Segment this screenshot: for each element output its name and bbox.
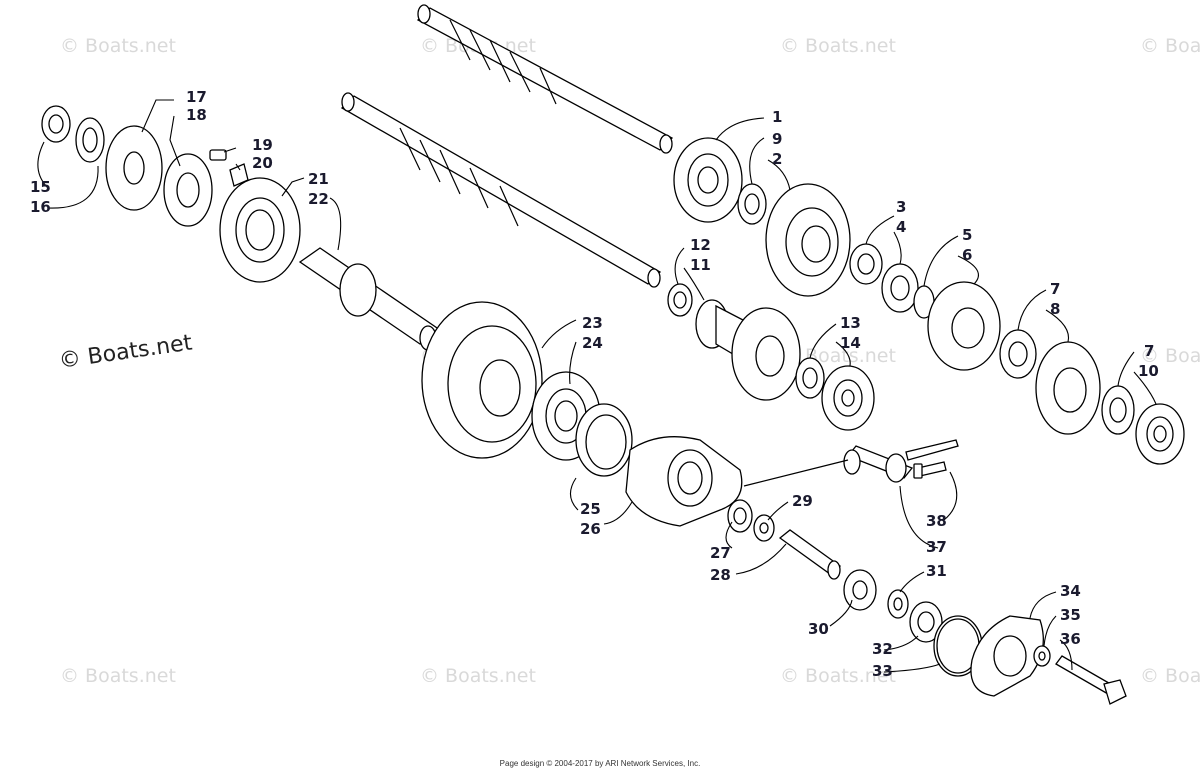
watermark: © Boats.net	[60, 35, 176, 57]
watermark: © Boats.net	[780, 35, 896, 57]
seal-27	[727, 499, 753, 533]
callout-2: 2	[772, 150, 782, 168]
pump-shaft-28	[778, 529, 842, 580]
callout-25: 25	[580, 500, 601, 518]
callout-26: 26	[580, 520, 601, 538]
callout-30: 30	[808, 620, 829, 638]
bearing-21	[219, 177, 301, 283]
callout-20: 20	[252, 154, 273, 172]
washer-12	[667, 283, 693, 317]
bolt-36	[1055, 655, 1127, 705]
gear-11	[695, 299, 801, 401]
callout-15: 15	[30, 178, 51, 196]
callout-38: 38	[926, 512, 947, 530]
callout-13: 13	[840, 314, 861, 332]
gasket-25	[575, 403, 633, 477]
callout-27: 27	[710, 544, 731, 562]
washer-13	[795, 357, 825, 399]
callout-18: 18	[186, 106, 207, 124]
washer-7b	[1101, 385, 1135, 435]
gear-8	[1035, 341, 1101, 435]
footer-copyright: Page design © 2004-2017 by ARI Network S…	[499, 759, 701, 768]
gear-2	[765, 183, 851, 297]
watermark: © Boats.net	[1140, 665, 1200, 687]
bolt-38	[913, 461, 947, 479]
callout-29: 29	[792, 492, 813, 510]
callout-labels: 1 9 2 3 4 5 6 7 8 7 10 12 11 13 14 15 16…	[30, 88, 1159, 680]
gear-23	[421, 301, 543, 459]
callout-22: 22	[308, 190, 329, 208]
cover-34	[970, 615, 1044, 697]
callout-28: 28	[710, 566, 731, 584]
callout-9: 9	[772, 130, 782, 148]
callout-4: 4	[896, 218, 906, 236]
washer-31	[887, 589, 909, 619]
nut-15	[41, 105, 71, 143]
callout-11: 11	[690, 256, 711, 274]
callout-14: 14	[840, 334, 861, 352]
main-shaft-upper	[416, 4, 674, 154]
callout-16: 16	[30, 198, 51, 216]
callout-3: 3	[896, 198, 906, 216]
watermark: © Boats.net	[780, 665, 896, 687]
callout-17: 17	[186, 88, 207, 106]
callout-7a: 7	[1050, 280, 1060, 298]
watermark: © Boats.net	[60, 665, 176, 687]
watermark-dark: © Boats.net	[57, 330, 194, 373]
callout-33: 33	[872, 662, 893, 680]
callout-24: 24	[582, 334, 603, 352]
shift-rod-37	[743, 439, 959, 487]
callout-31: 31	[926, 562, 947, 580]
washer-4	[881, 263, 919, 313]
washer-9	[737, 183, 767, 225]
bearing-14	[821, 365, 875, 431]
bearing-32	[909, 601, 943, 643]
countershaft	[340, 92, 662, 288]
bushing-3	[849, 243, 883, 285]
washer-16	[75, 117, 105, 163]
callout-37: 37	[926, 538, 947, 556]
callout-35: 35	[1060, 606, 1081, 624]
shifter-6	[927, 281, 1001, 371]
callout-21: 21	[308, 170, 329, 188]
callout-7b: 7	[1144, 342, 1154, 360]
watermark: © Boats.net	[420, 665, 536, 687]
callout-19: 19	[252, 136, 273, 154]
impeller-30	[843, 569, 877, 611]
shaft-22	[298, 247, 442, 351]
bearing-1	[673, 137, 743, 223]
callout-8: 8	[1050, 300, 1060, 318]
callout-36: 36	[1060, 630, 1081, 648]
watermark: © Boats.net	[1140, 35, 1200, 57]
washer-35	[1033, 645, 1051, 667]
bearing-10	[1135, 403, 1185, 465]
washer-29	[753, 514, 775, 542]
callout-23: 23	[582, 314, 603, 332]
sprocket-17	[105, 125, 163, 211]
bolt-19	[209, 149, 227, 161]
callout-6: 6	[962, 246, 972, 264]
callout-5: 5	[962, 226, 972, 244]
washer-18	[163, 153, 213, 227]
callout-12: 12	[690, 236, 711, 254]
watermark: © Boats.net	[1140, 345, 1200, 367]
callout-34: 34	[1060, 582, 1081, 600]
callout-1: 1	[772, 108, 782, 126]
housing-26	[625, 436, 743, 527]
callout-32: 32	[872, 640, 893, 658]
callout-lines	[37, 99, 1157, 673]
washer-7a	[999, 329, 1037, 379]
callout-10: 10	[1138, 362, 1159, 380]
